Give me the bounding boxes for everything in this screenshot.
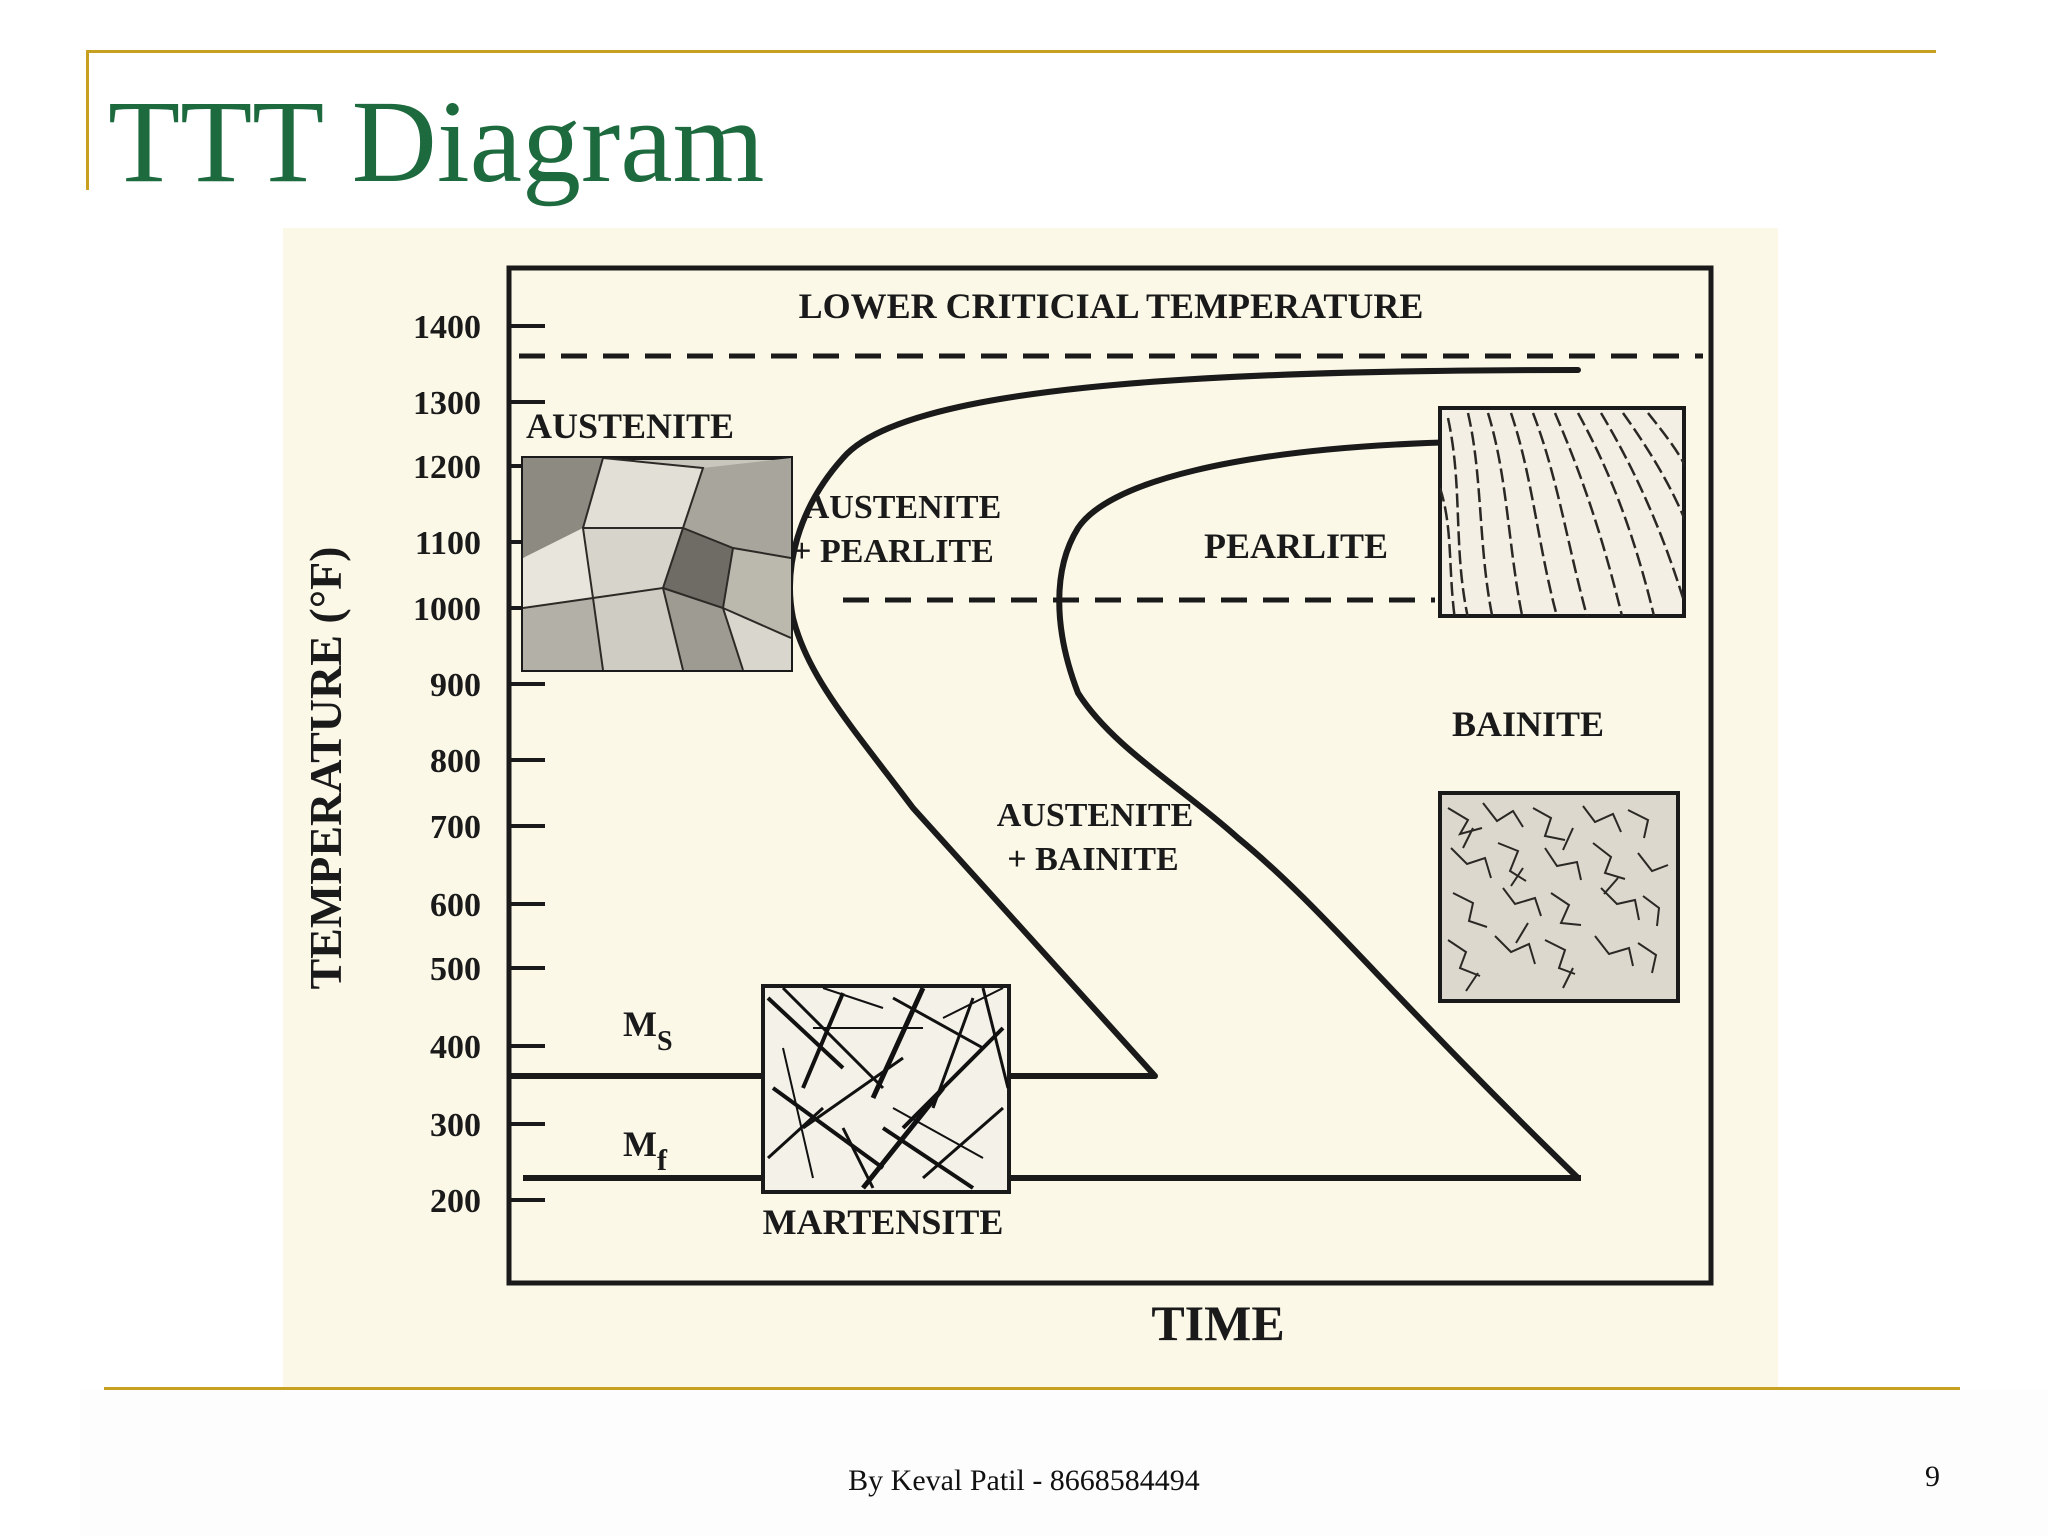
transformation-finish-curve [1056,439,1581,1181]
footer-rule [104,1387,1960,1390]
y-tick-label-800: 800 [430,743,481,780]
footer-author: By Keval Patil - 8668584494 [848,1464,1200,1497]
header-rule [86,50,1936,53]
austenite-micrograph [521,456,793,672]
header-side-rule [86,50,89,190]
bainite-label: BAINITE [1452,704,1604,744]
footer-band [80,1390,2048,1536]
austenite-pearlite-label-line2: + PEARLITE [792,533,994,570]
austenite-pearlite-label-line1: AUSTENITE [805,489,1002,526]
ms-label: MS [623,1004,673,1057]
y-tick-label-500: 500 [430,951,481,988]
y-tick-label-1100: 1100 [415,525,481,562]
austenite-label: AUSTENITE [526,406,734,446]
mf-label: Mf [623,1124,668,1177]
y-tick-label-400: 400 [430,1029,481,1066]
pearlite-label: PEARLITE [1204,526,1388,566]
ttt-diagram-svg: TEMPERATURE (°F) 1400 1300 1200 1100 100… [300,265,1714,1351]
y-tick-label-300: 300 [430,1107,481,1144]
x-axis-label: TIME [1151,1295,1284,1351]
pearlite-micrograph [1438,406,1686,618]
y-tick-label-1200: 1200 [413,449,481,486]
y-tick-label-1400: 1400 [413,309,481,346]
y-tick-label-1000: 1000 [413,591,481,628]
page-number: 9 [1925,1460,1940,1493]
bainite-micrograph [1438,791,1680,1003]
martensite-label: MARTENSITE [763,1202,1004,1242]
y-tick-label-900: 900 [430,667,481,704]
plot-frame [506,265,1714,1286]
slide-title: TTT Diagram [108,76,765,207]
austenite-bainite-label-line2: + BAINITE [1007,841,1178,878]
y-tick-label-600: 600 [430,887,481,924]
y-axis-ticks: 1400 1300 1200 1100 1000 900 800 700 600… [413,309,545,1220]
ttt-diagram: TEMPERATURE (°F) 1400 1300 1200 1100 100… [283,228,1778,1388]
y-tick-label-200: 200 [430,1183,481,1220]
y-tick-label-700: 700 [430,809,481,846]
lower-critical-temperature-label: LOWER CRITICIAL TEMPERATURE [799,286,1424,326]
martensite-micrograph [761,984,1011,1194]
austenite-bainite-label-line1: AUSTENITE [997,797,1194,834]
y-axis-label: TEMPERATURE (°F) [300,546,351,989]
y-tick-label-1300: 1300 [413,385,481,422]
transformation-start-curve [787,367,1581,1079]
